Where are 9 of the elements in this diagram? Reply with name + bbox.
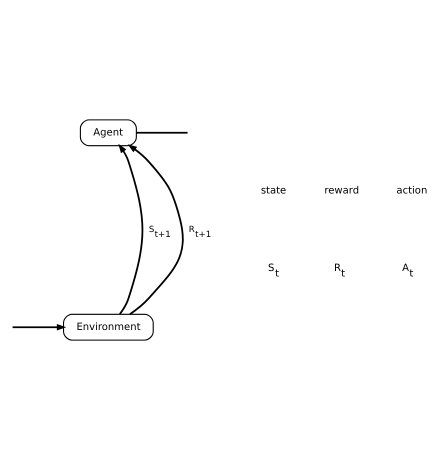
node-box: Agent: [79, 118, 136, 146]
label: state: [260, 185, 286, 196]
label: reward: [324, 185, 359, 196]
node-box: Environment: [62, 313, 154, 340]
label: action: [396, 185, 427, 196]
arrow: [12, 323, 66, 330]
arrow: [127, 144, 184, 314]
arrow: [118, 143, 143, 314]
connector: [136, 131, 188, 134]
